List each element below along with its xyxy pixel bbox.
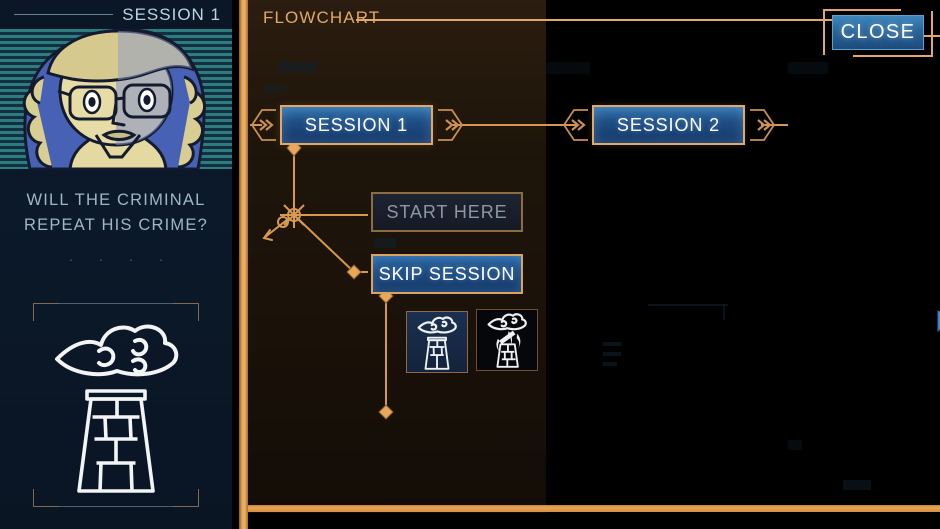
header-rule — [14, 14, 114, 15]
close-button[interactable]: CLOSE — [832, 15, 924, 50]
bg-decor-4 — [544, 62, 590, 74]
bg-decor-2 — [264, 86, 286, 92]
bg-decor-10 — [603, 362, 617, 366]
close-button-label: CLOSE — [840, 21, 916, 43]
frame-corner-br — [173, 489, 199, 507]
bg-decor-9 — [603, 352, 621, 356]
case-question-line2: REPEAT HIS CRIME? — [24, 216, 208, 234]
sidebar-header: SESSION 1 — [0, 0, 232, 29]
panel-bottom-accent-bar — [248, 505, 940, 512]
bg-decor-13 — [843, 480, 871, 490]
flowchart-panel: FLOWCHART — [248, 0, 940, 529]
evidence-thumbnail-chimney-fire[interactable] — [476, 309, 538, 371]
flow-node-start-here-label: START HERE — [386, 201, 508, 222]
bg-decor-3 — [374, 238, 396, 248]
case-question-line1: WILL THE CRIMINAL — [26, 191, 206, 209]
character-portrait — [0, 29, 232, 169]
bg-decor-7 — [723, 304, 725, 320]
bg-decor-1 — [278, 62, 316, 72]
flowchart-edges — [250, 109, 788, 420]
flow-node-session-2[interactable]: SESSION 2 — [592, 105, 745, 145]
bg-decor-5 — [788, 62, 828, 74]
case-question: WILL THE CRIMINAL REPEAT HIS CRIME? — [0, 188, 232, 238]
mouse-cursor — [937, 310, 940, 333]
chimney-smoke-icon — [55, 324, 179, 493]
bg-decor-12 — [788, 440, 802, 450]
flow-node-skip-session[interactable]: SKIP SESSION — [371, 254, 523, 294]
flow-node-session-1[interactable]: SESSION 1 — [280, 105, 433, 145]
frame-corner-tr — [173, 303, 199, 321]
frame-corner-tl — [33, 303, 59, 321]
close-bracket — [823, 9, 933, 57]
flow-node-session-1-label: SESSION 1 — [304, 114, 409, 135]
bg-decor-6 — [648, 304, 728, 306]
panel-divider-rail — [239, 0, 248, 529]
evidence-icon-frame — [33, 303, 199, 507]
panel-title: FLOWCHART — [263, 8, 381, 27]
close-bracket-right — [931, 11, 933, 57]
flow-node-session-2-label: SESSION 2 — [616, 114, 721, 135]
sidebar-session-label: SESSION 1 — [122, 4, 221, 24]
frame-top-rule — [39, 303, 193, 304]
portrait-illustration — [22, 29, 206, 169]
chimney-fire-icon — [487, 313, 527, 368]
close-bracket-left — [823, 9, 825, 55]
close-button-frame[interactable]: CLOSE — [823, 9, 933, 57]
flow-node-start-here[interactable]: START HERE — [371, 192, 523, 232]
chimney-smoke-icon — [417, 316, 457, 370]
progress-dots: · · · · — [68, 252, 175, 267]
frame-corner-bl — [33, 489, 59, 507]
frame-bottom-rule — [39, 506, 193, 507]
evidence-thumbnail-chimney-smoke[interactable] — [406, 311, 468, 373]
flow-node-skip-session-label: SKIP SESSION — [378, 263, 516, 284]
close-bracket-bottom — [853, 55, 933, 57]
sidebar: SESSION 1 — [0, 0, 232, 529]
close-bracket-top — [823, 9, 901, 11]
bg-decor-8 — [603, 342, 621, 346]
